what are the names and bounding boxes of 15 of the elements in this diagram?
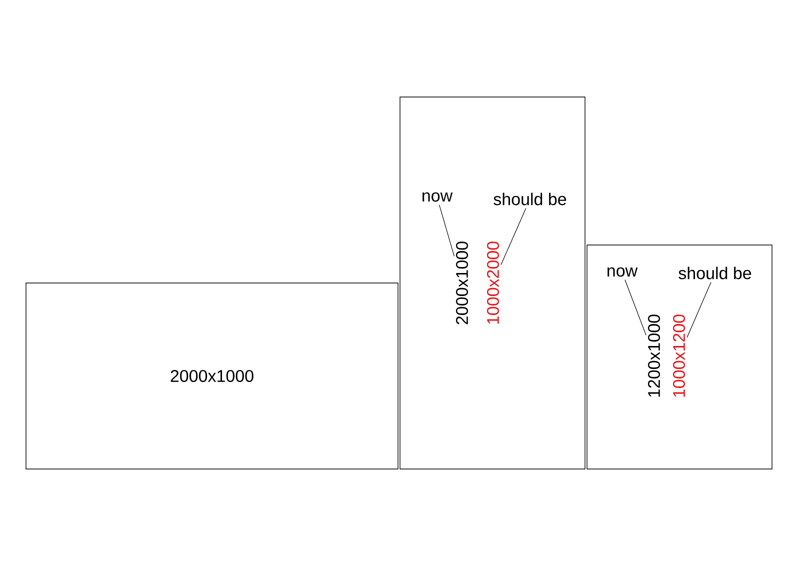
leader-line — [500, 208, 526, 266]
frame-box — [586, 244, 772, 470]
note-label: should be — [678, 266, 752, 280]
note-label: now — [608, 267, 638, 277]
dimension-label: 1000x1200 — [672, 314, 686, 397]
note-label: should be — [494, 192, 566, 206]
leader-line — [438, 204, 455, 257]
dimension-label: 2000x1000 — [456, 242, 468, 324]
frame-box: 2000x1000 — [26, 282, 398, 470]
leader-line — [624, 279, 646, 336]
leader-line — [686, 282, 712, 338]
frame-box — [400, 96, 586, 470]
dimension-label: 1000x2000 — [486, 242, 500, 324]
dimension-label: 1200x1000 — [648, 314, 660, 397]
note-label: now — [422, 192, 453, 202]
